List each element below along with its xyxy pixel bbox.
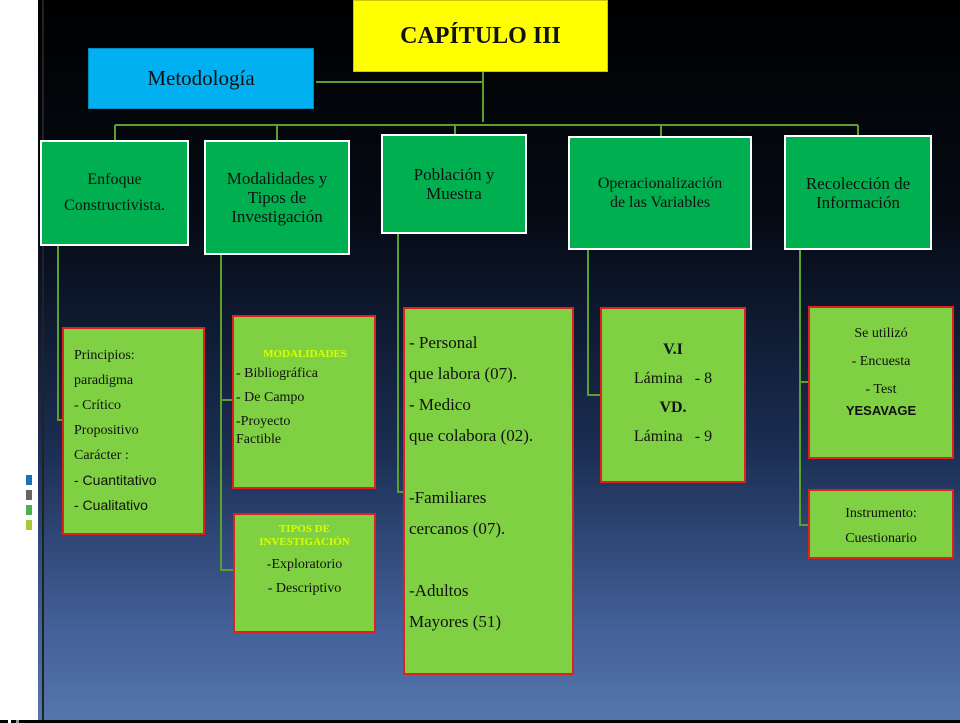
connector-instrumento-detail [799,382,808,526]
connector-poblacion-detail [397,234,404,493]
category-operacionalizacion: Operacionalización de las Variables [568,136,752,250]
detail-instrumento: Instrumento: Cuestionario [808,489,954,559]
decor-marker [26,505,32,515]
detail-encuesta: Se utilizó - Encuesta - Test YESAVAGE [808,306,954,459]
category-poblacion: Población y Muestra [381,134,527,234]
detail-line: - Medico [409,395,471,414]
detail-line: - Test [865,382,897,397]
detail-line: - Crítico [74,398,122,413]
detail-line: Lámina - 8 [633,370,713,387]
category-recoleccion-label: Recolección de Información [805,173,911,212]
detail-line: - Bibliográfica [236,366,319,381]
detail-enfoque: Principios: paradigma - Crítico Proposit… [62,327,205,535]
category-operacionalizacion-label: Operacionalización de las Variables [597,175,723,211]
decor-marker [26,490,32,500]
detail-line: - Personal [409,333,478,352]
detail-line: que colabora (02). [409,426,534,445]
detail-line: -Exploratorio [266,557,343,572]
decor-bar-top [0,0,38,14]
detail-line: Lámina - 9 [633,428,713,445]
modalidades-header: MODALIDADES [263,348,347,360]
detail-line: -Proyecto [236,414,291,429]
detail-line: - De Campo [236,390,305,405]
detail-line: - Encuesta [851,354,911,369]
category-enfoque-label: Enfoque Constructivista. [64,171,165,214]
detail-line: Propositivo [74,423,139,438]
decor-strip-right [42,0,44,720]
category-poblacion-label: Población y Muestra [413,165,495,203]
detail-line: Carácter : [74,448,129,463]
connector-tipos-detail [220,400,233,571]
methodology-label: Metodología [88,48,314,109]
tipos-header: TIPOS DE INVESTIGACIÓN [259,523,350,548]
detail-line: - Descriptivo [267,581,342,596]
left-white-strip [0,0,38,720]
detail-line: Factible [236,432,282,447]
detail-line: que labora (07). [409,364,518,383]
category-modalidades: Modalidades y Tipos de Investigación [204,140,350,255]
category-enfoque: Enfoque Constructivista. [40,140,189,246]
decor-line [16,18,19,723]
category-modalidades-label: Modalidades y Tipos de Investigación [226,169,328,226]
connector-variables-detail [587,249,601,396]
detail-modalidades: MODALIDADES - Bibliográfica - De Campo -… [232,315,376,489]
detail-line: -Adultos [409,581,469,600]
decor-marker [26,520,32,530]
detail-line: -Familiares [409,488,487,507]
detail-line: V.I [663,341,683,358]
detail-variables: V.I Lámina - 8 VD. Lámina - 9 [600,307,746,483]
detail-poblacion: - Personal que labora (07). - Medico que… [403,307,574,675]
detail-line: YESAVAGE [845,403,917,418]
detail-line: - Cualitativo [74,497,148,513]
decor-line [8,18,11,723]
detail-line: Se utilizó [854,326,908,341]
detail-line: Instrumento: [845,506,917,521]
detail-line: cercanos (07). [409,519,506,538]
chapter-title: CAPÍTULO III [353,0,608,72]
detail-line: paradigma [74,373,134,388]
category-recoleccion: Recolección de Información [784,135,932,250]
detail-line: Mayores (51) [409,612,502,631]
detail-line: Cuestionario [845,531,917,546]
detail-line: - Cuantitativo [74,472,157,488]
detail-tipos: TIPOS DE INVESTIGACIÓN -Exploratorio - D… [233,513,376,633]
decor-marker [26,475,32,485]
detail-line: VD. [659,399,687,416]
detail-line: Principios: [74,348,135,363]
